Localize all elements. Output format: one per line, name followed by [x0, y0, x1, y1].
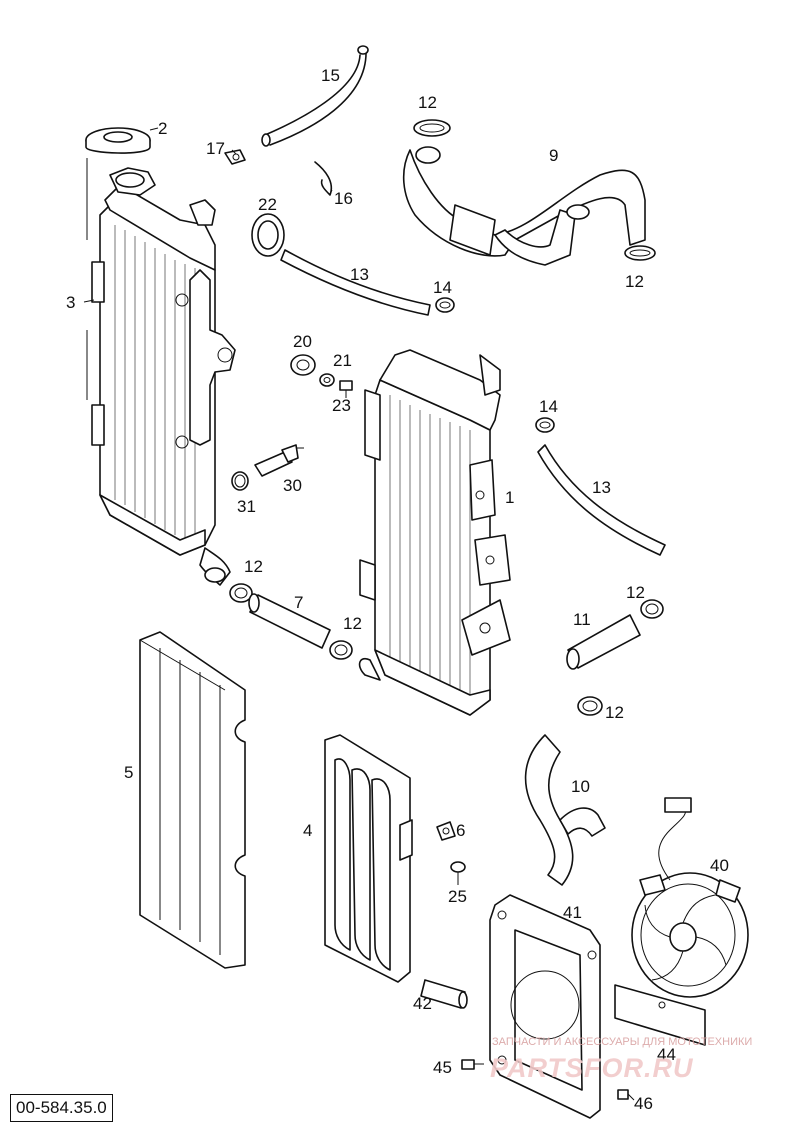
nut-6-part [436, 821, 456, 841]
callout-label: 9 [549, 146, 558, 165]
left-radiator-part [91, 167, 236, 586]
callout-numbers: 1 2 3 4 5 6 7 9 10 11 12 12 12 12 12 12 … [66, 66, 729, 1113]
callout-label: 16 [334, 189, 353, 208]
screw-45-part [461, 1059, 484, 1070]
right-radiator-fins [389, 395, 471, 702]
temp-sensor-30-part [254, 444, 304, 477]
callout-label: 45 [433, 1058, 452, 1077]
clamp-12-lower-left-part [229, 583, 253, 603]
shroud-5-part [139, 631, 246, 969]
right-radiator-part [358, 349, 511, 716]
diagram-reference-code: 00-584.35.0 [10, 1094, 113, 1122]
callout-label: 30 [283, 476, 302, 495]
callout-label: 20 [293, 332, 312, 351]
callout-label: 23 [332, 396, 351, 415]
callout-label: 13 [592, 478, 611, 497]
fan-40-part [631, 797, 749, 998]
callout-label: 13 [350, 265, 369, 284]
callout-label: 31 [237, 497, 256, 516]
callout-label: 5 [124, 763, 133, 782]
sleeve-42-part [420, 979, 468, 1009]
grille-4-part [324, 734, 413, 983]
callout-label: 12 [625, 272, 644, 291]
callout-label: 7 [294, 593, 303, 612]
callout-label: 17 [206, 139, 225, 158]
hose-13-upper-part [280, 249, 431, 316]
clamp-12-hose7-part [329, 640, 353, 660]
callout-label: 14 [433, 278, 452, 297]
clamp-12-right-part [624, 245, 656, 261]
callout-label: 41 [563, 903, 582, 922]
watermark-caption: ЗАПЧАСТИ И АКСЕССУАРЫ ДЛЯ МОТОТЕХНИКИ [492, 1036, 752, 1048]
watermark-brand: PARTSFOR.RU [490, 1053, 694, 1083]
callout-label: 12 [343, 614, 362, 633]
clip-14-upper-part [435, 297, 455, 313]
leader-lines [83, 127, 333, 400]
callout-label: 21 [333, 351, 352, 370]
clamp-12-upper-part [413, 119, 451, 137]
callout-label: 12 [626, 583, 645, 602]
bolt-17-part [224, 149, 246, 165]
callout-label: 3 [66, 293, 75, 312]
clip-14-right-part [535, 417, 555, 433]
clip-16-part [314, 161, 333, 196]
callout-label: 25 [448, 887, 467, 906]
seal-22-part [251, 213, 285, 257]
hose-15-part [261, 45, 369, 147]
callout-label: 2 [158, 119, 167, 138]
screw-46-part [617, 1089, 635, 1101]
grommet-20-part [290, 354, 316, 376]
callout-label: 44 [657, 1045, 676, 1064]
y-hose-9-part [402, 146, 646, 266]
bolt-25-part [450, 861, 466, 885]
callout-label: 42 [413, 994, 432, 1013]
radiator-cap-part [85, 127, 151, 154]
fan-bracket-41-part [489, 894, 601, 1119]
callout-label: 1 [505, 488, 514, 507]
callout-label: 12 [605, 703, 624, 722]
clamp-12-lower-right-part [577, 696, 603, 716]
hose-13-right-part [537, 444, 666, 556]
hose-11-part [566, 614, 641, 670]
callout-label: 12 [244, 557, 263, 576]
callout-label: 6 [456, 821, 465, 840]
callout-label: 14 [539, 397, 558, 416]
callout-label: 46 [634, 1094, 653, 1113]
callout-label: 15 [321, 66, 340, 85]
hose-10-part [524, 734, 606, 886]
screw-23-part [339, 380, 353, 398]
callout-label: 40 [710, 856, 729, 875]
callout-label: 12 [418, 93, 437, 112]
hose-7-part [248, 593, 331, 649]
callout-label: 22 [258, 195, 277, 214]
washer-21-part [319, 373, 335, 387]
clamp-12-hose11-part [640, 599, 664, 619]
watermark: ЗАПЧАСТИ И АКСЕССУАРЫ ДЛЯ МОТОТЕХНИКИ PA… [490, 1036, 752, 1083]
callout-label: 4 [303, 821, 312, 840]
callout-label: 11 [573, 610, 591, 629]
o-ring-31-part [231, 471, 249, 491]
callout-label: 10 [571, 777, 590, 796]
cover-44-part [614, 984, 706, 1046]
